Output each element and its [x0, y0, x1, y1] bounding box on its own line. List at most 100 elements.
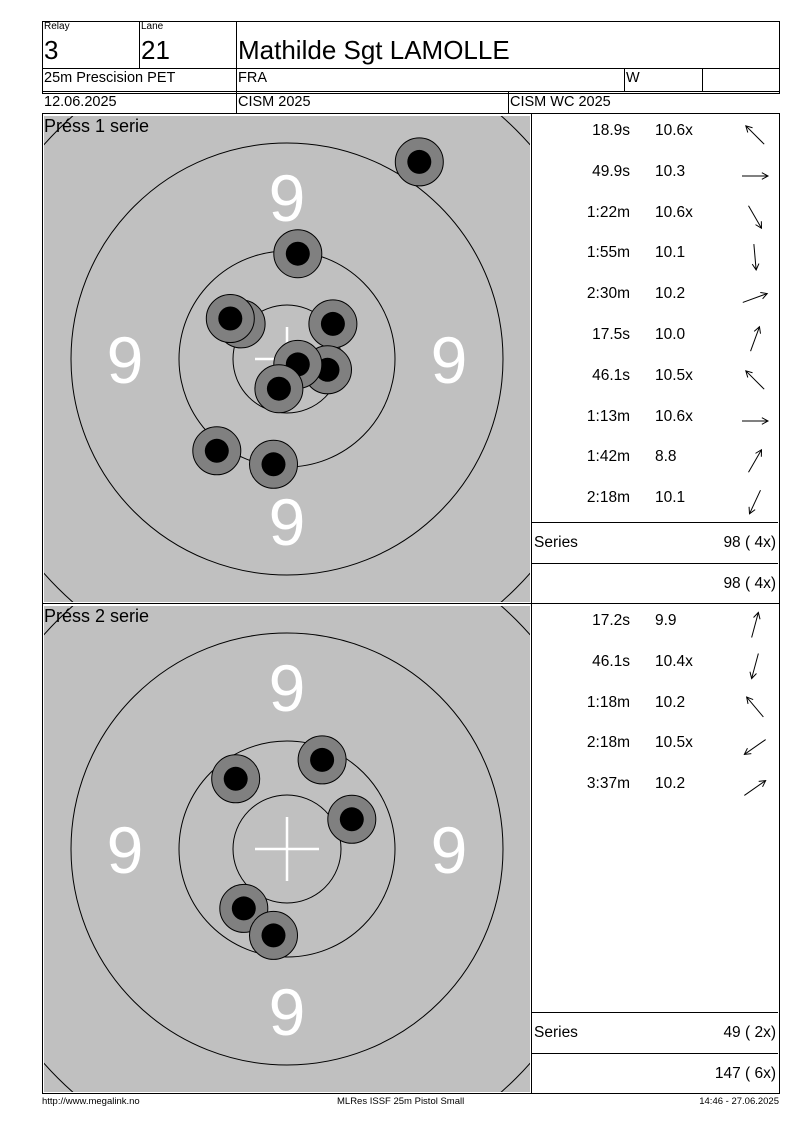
shot-impact-core — [204, 438, 229, 463]
shot-score: 10.4x — [655, 652, 693, 670]
relay-label: Relay — [44, 21, 70, 32]
series-2-frame — [42, 603, 780, 1094]
ring-number-label: 9 — [431, 813, 468, 887]
relay-cell: Relay 3 — [42, 21, 139, 68]
direction-arrow-icon — [748, 205, 763, 229]
direction-arrow-icon — [748, 449, 763, 473]
shot-impact-core — [266, 376, 291, 401]
shot-row: 1:22m 10.6x — [532, 196, 778, 236]
gender: W — [626, 70, 640, 86]
shot-impact-core — [261, 923, 286, 948]
series-2-title: Préss 2 serie — [44, 606, 150, 626]
shot-score: 10.1 — [655, 489, 686, 507]
direction-arrow-icon — [748, 490, 761, 515]
shot-row: 3:37m 10.2 — [532, 767, 778, 807]
shot-impact-core — [339, 807, 364, 832]
shot-row: 2:30m 10.2 — [532, 277, 778, 317]
header-frame — [42, 21, 780, 94]
direction-arrow-icon — [745, 369, 765, 390]
shot-time: 49.9s — [592, 162, 630, 180]
shot-score: 10.3 — [655, 162, 686, 180]
footer-software: MLRes ISSF 25m Pistol Small — [337, 1096, 465, 1107]
competition: CISM 2025 — [238, 94, 311, 110]
shot-row: 46.1s 10.5x — [532, 359, 778, 399]
shot-time: 2:18m — [586, 489, 630, 507]
ring-number-label: 9 — [269, 161, 306, 235]
shot-time: 3:37m — [586, 775, 630, 793]
shot-score: 10.5x — [655, 734, 693, 752]
direction-arrow-icon — [742, 172, 770, 180]
shot-row: 17.5s 10.0 — [532, 318, 778, 358]
shot-time: 1:18m — [586, 693, 630, 711]
running-total-row: 98 ( 4x) — [532, 563, 778, 604]
shot-impact-core — [320, 311, 345, 336]
ring-number-label: 9 — [269, 651, 306, 725]
shot-time: 46.1s — [592, 652, 630, 670]
competition-short: CISM WC 2025 — [510, 94, 611, 110]
shot-score: 10.5x — [655, 366, 693, 384]
shot-score: 10.0 — [655, 326, 686, 343]
shot-score: 9.9 — [655, 612, 677, 629]
shot-score: 10.1 — [655, 244, 686, 262]
shooter-name: Mathilde Sgt LAMOLLE — [238, 35, 510, 65]
ring-number-label: 9 — [269, 975, 306, 1049]
total-value: 147 ( 6x) — [714, 1065, 776, 1082]
shot-time: 2:30m — [586, 285, 630, 303]
direction-arrow-icon — [751, 611, 761, 638]
ring-number-label: 9 — [431, 323, 468, 397]
shot-score: 10.6x — [655, 407, 693, 425]
ring-number-label: 9 — [269, 485, 306, 559]
shot-time: 1:13m — [586, 407, 630, 425]
shot-time: 1:22m — [586, 203, 630, 221]
ring-number-label: 9 — [107, 813, 144, 887]
shot-time: 1:42m — [586, 448, 630, 466]
shot-score: 10.2 — [655, 693, 686, 711]
nation: FRA — [238, 70, 267, 86]
footer-url[interactable]: http://www.megalink.no — [42, 1096, 140, 1107]
target-ring — [70, 142, 504, 576]
shot-impact-core — [218, 306, 243, 331]
shot-impact-core — [231, 896, 256, 921]
lane-value: 21 — [141, 35, 170, 65]
direction-arrow-icon — [742, 292, 769, 304]
shooter-cell: Mathilde Sgt LAMOLLE — [236, 21, 780, 68]
shot-score: 10.2 — [655, 285, 686, 303]
shot-score: 10.6x — [655, 203, 693, 221]
shot-time: 46.1s — [592, 366, 630, 384]
direction-arrow-icon — [743, 739, 766, 756]
lane-label: Lane — [141, 21, 164, 32]
lane-cell: Lane 21 — [139, 21, 236, 68]
shot-time: 18.9s — [592, 122, 630, 139]
shot-row: 1:13m 10.6x — [532, 400, 778, 440]
direction-arrow-icon — [742, 416, 770, 425]
shot-impact-core — [407, 149, 432, 174]
shot-row: 17.2s 9.9 — [532, 604, 778, 644]
target-ring — [70, 632, 504, 1066]
shot-row: 1:18m 10.2 — [532, 686, 778, 726]
shot-impact-core — [310, 747, 335, 772]
shot-time: 17.5s — [592, 326, 630, 343]
shot-row: 18.9s 10.6x — [532, 114, 778, 154]
direction-arrow-icon — [744, 780, 767, 797]
series-2-target: 9 9 9 9 — [44, 606, 530, 1092]
series-label: Series — [534, 534, 578, 551]
total-value: 98 ( 4x) — [723, 575, 776, 592]
series-1-title: Préss 1 serie — [44, 116, 150, 136]
shot-impact-core — [223, 766, 248, 791]
relay-value: 3 — [44, 35, 59, 65]
date: 12.06.2025 — [44, 94, 117, 110]
shot-row: 49.9s 10.3 — [532, 155, 778, 195]
direction-arrow-icon — [750, 325, 761, 352]
shot-score: 10.2 — [655, 775, 686, 793]
shot-time: 17.2s — [592, 612, 630, 629]
shot-impact-core — [261, 452, 286, 477]
shot-score: 10.6x — [655, 122, 693, 139]
direction-arrow-icon — [745, 125, 765, 145]
